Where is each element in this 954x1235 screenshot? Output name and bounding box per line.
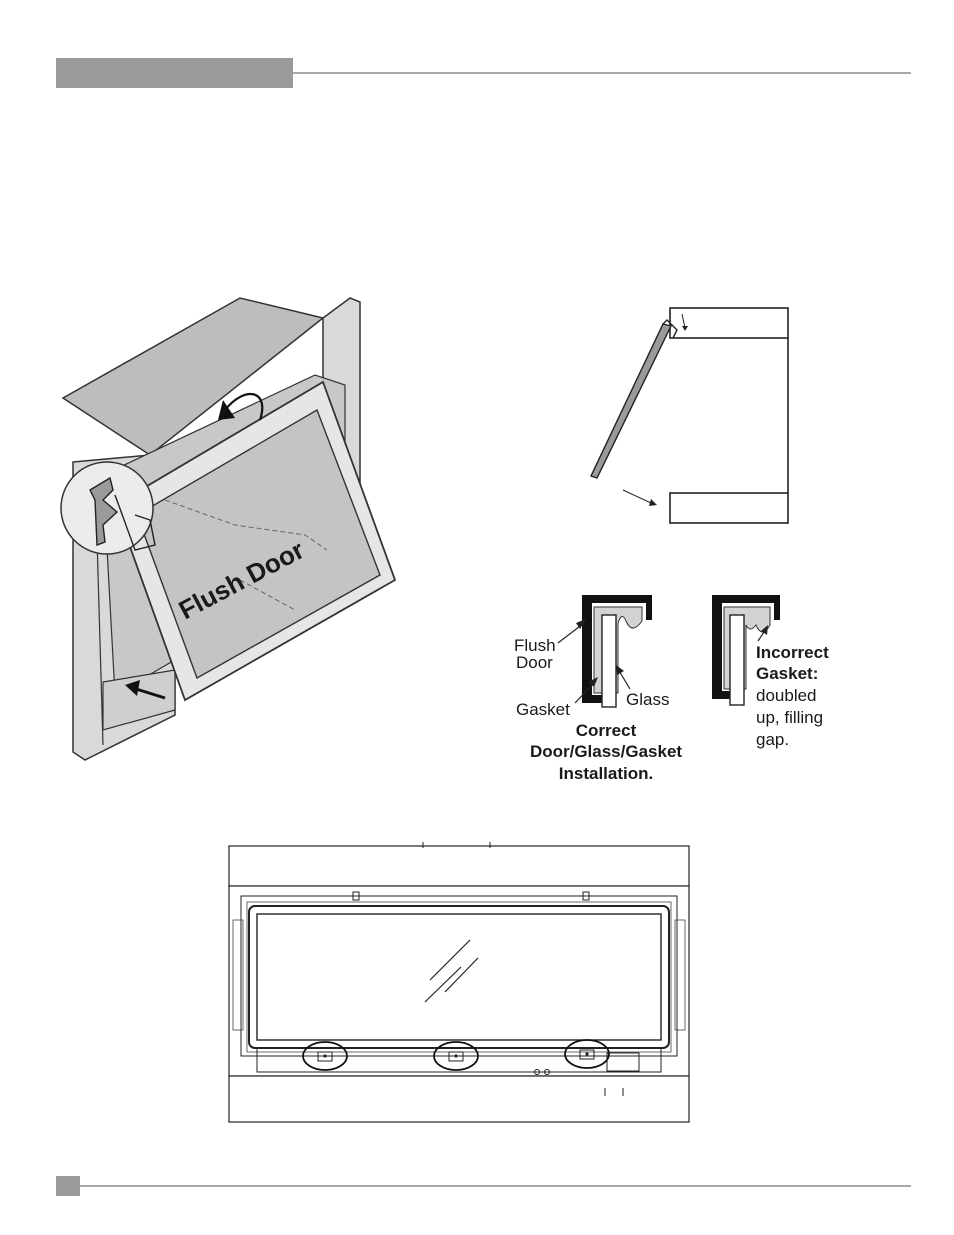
incorrect-title-line2: Gasket: [756, 664, 818, 683]
flush-door-label-line2: Door [516, 653, 553, 672]
page-footer-rule [80, 1185, 911, 1187]
incorrect-desc-line1: doubled [756, 686, 817, 705]
tilted-door-panel [591, 324, 671, 478]
correct-caption-line2: Door/Glass/Gasket [530, 742, 682, 761]
gasket-cross-section-figure: Flush Door Gasket Glass Correct Door/Gla… [500, 585, 860, 800]
correct-glass [602, 615, 616, 707]
glass-label: Glass [626, 690, 669, 709]
hook-arrow-icon [623, 490, 651, 503]
fireplace-front-view-figure [225, 840, 695, 1130]
section-header-rule [293, 72, 911, 74]
incorrect-desc-line2: up, filling [756, 708, 823, 727]
flush-door-isometric-figure: Flush Door [55, 290, 405, 770]
correct-caption-line3: Installation. [559, 764, 653, 783]
upper-bracket [670, 308, 788, 338]
gasket-label: Gasket [516, 700, 570, 719]
door-side-section-figure [585, 300, 795, 530]
base-panel [229, 1076, 689, 1122]
incorrect-desc-line3: gap. [756, 730, 789, 749]
section-header-tab [56, 58, 293, 88]
correct-gasket [594, 607, 642, 693]
correct-caption-line1: Correct [576, 721, 637, 740]
page-footer-tab [56, 1176, 80, 1196]
top-hood [229, 846, 689, 886]
incorrect-glass [730, 615, 744, 705]
incorrect-title-line1: Incorrect [756, 643, 829, 662]
lower-bracket [670, 493, 788, 523]
